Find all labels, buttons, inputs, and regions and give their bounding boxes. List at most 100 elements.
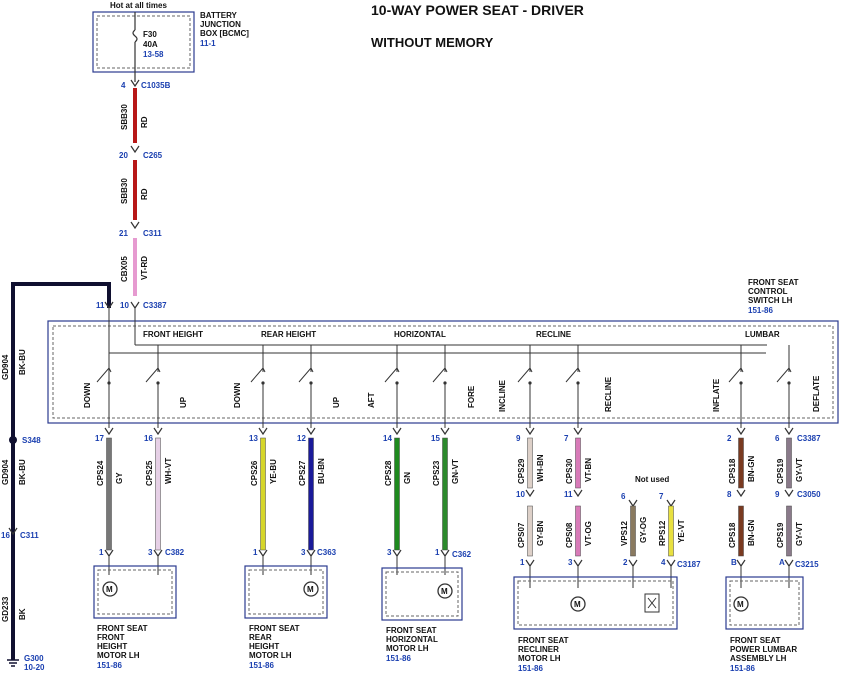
- svg-text:M: M: [441, 587, 448, 596]
- wire-pin-bottom: 1: [99, 548, 104, 557]
- wire-color: BU-BN: [317, 458, 326, 484]
- wire-color: YE-VT: [677, 519, 686, 543]
- wire-sbb30-rd-1: [133, 88, 137, 143]
- lumbar-assembly: [725, 576, 804, 630]
- front-height-motor: [93, 565, 177, 619]
- wire-circuit2: CPS18: [728, 522, 737, 548]
- wire-segment: [668, 505, 674, 557]
- wire-segment: [575, 437, 581, 489]
- connector-chevron: [628, 499, 638, 508]
- wire-circuit: CPS27: [298, 460, 307, 486]
- ground-circuit-c: GD233: [1, 596, 10, 622]
- wire-segment: [155, 437, 161, 551]
- connector-c382: C382: [165, 548, 185, 557]
- connector-chevron: [573, 427, 583, 436]
- motor1-name-3: HEIGHT: [97, 642, 127, 651]
- connector-chevron: [628, 559, 638, 568]
- connector-c363: C363: [317, 548, 337, 557]
- motor5-ref: 151-86: [730, 664, 755, 673]
- wire-pin-top: 16: [144, 434, 153, 443]
- connector-chevron: [784, 427, 794, 436]
- not-used-label: Not used: [635, 475, 669, 484]
- bjb-ref: 11-1: [200, 39, 216, 48]
- fuse-rating: 40A: [143, 40, 158, 49]
- connector-chevron: [258, 549, 268, 558]
- circuit-sbb30-1: SBB30: [120, 104, 129, 130]
- switch-connector-c3387: C3387: [143, 301, 167, 310]
- wire-pin-top: 13: [249, 434, 258, 443]
- wire-circuit: CPS19: [776, 458, 785, 484]
- switch-name-2: CONTROL: [748, 287, 788, 296]
- connector-chevron: [666, 559, 676, 568]
- wire-circuit2: CPS07: [517, 522, 526, 548]
- motor4-name-1: FRONT SEAT: [518, 636, 569, 645]
- hot-at-all-times-label: Hot at all times: [110, 1, 167, 10]
- motor-icon: M: [437, 583, 453, 599]
- wire-pin-bottom: 4: [661, 558, 666, 567]
- fuse-label: F30: [143, 30, 157, 39]
- svg-text:M: M: [106, 585, 113, 594]
- motor2-name-4: MOTOR LH: [249, 651, 292, 660]
- rear-height-motor: [244, 565, 328, 619]
- motor-icon: M: [733, 596, 749, 612]
- wire-pin-mid: 10: [516, 490, 525, 499]
- wire-pin-bottom: B: [731, 558, 737, 567]
- switch-contact-icon: [776, 367, 792, 383]
- ground-circuit-a: GD904: [1, 354, 10, 380]
- wire-pin-bottom: A: [779, 558, 785, 567]
- wire-segment: [308, 437, 314, 551]
- connector-chevron: [258, 427, 268, 436]
- wire-pin-bottom: 3: [387, 548, 392, 557]
- ground-pin-c311: 16: [1, 531, 10, 540]
- color-vt-rd: VT-RD: [140, 256, 149, 280]
- wire-segment: [260, 437, 266, 551]
- motor4-ref: 151-86: [518, 664, 543, 673]
- switch-contact-icon: [432, 367, 448, 383]
- connector-c1035b: C1035B: [141, 81, 171, 90]
- connector-chevron: [392, 549, 402, 558]
- connector-chevron: [736, 427, 746, 436]
- motor2-name-3: HEIGHT: [249, 642, 279, 651]
- wire-circuit: VPS12: [620, 521, 629, 546]
- wire-color2: BN-GN: [747, 520, 756, 546]
- wire-cbx05-vt-rd: [133, 238, 137, 296]
- connector-c3050: C3050: [797, 490, 821, 499]
- connector-c3215: C3215: [795, 560, 819, 569]
- switch-contact-icon: [384, 367, 400, 383]
- motor1-ref: 151-86: [97, 661, 122, 670]
- wire-pin-bottom: 1: [435, 548, 440, 557]
- switch-pin-10: 10: [120, 301, 129, 310]
- wire-pin-top: 7: [659, 492, 664, 501]
- wire-color: VT-BN: [584, 458, 593, 482]
- motor-icon: M: [102, 581, 118, 597]
- wire-pin-top: 12: [297, 434, 306, 443]
- connector-c265: C265: [143, 151, 163, 160]
- wire-pin-top: 6: [775, 434, 780, 443]
- motor4-name-3: MOTOR LH: [518, 654, 561, 663]
- ground-ref: 10-20: [24, 663, 45, 672]
- pos-deflate: DEFLATE: [812, 375, 821, 412]
- wire-circuit2: CPS19: [776, 522, 785, 548]
- fuse-icon: [132, 29, 138, 43]
- wire-color: GY-OG: [639, 517, 648, 543]
- motor1-name-1: FRONT SEAT: [97, 624, 148, 633]
- switch-contact-icon: [565, 367, 581, 383]
- circuit-sbb30-2: SBB30: [120, 178, 129, 204]
- wire-color: GN: [403, 472, 412, 484]
- ground-color-a: BK-BU: [18, 349, 27, 375]
- connector-chevron: [573, 489, 583, 498]
- wire-circuit: CPS29: [517, 458, 526, 484]
- wire-circuit: CPS28: [384, 460, 393, 486]
- connector-chevron: [525, 489, 535, 498]
- motor1-name-4: MOTOR LH: [97, 651, 140, 660]
- connector-chevron: [666, 499, 676, 508]
- motor-icon: M: [303, 581, 319, 597]
- diagram-title: 10-WAY POWER SEAT - DRIVER: [371, 2, 584, 18]
- wire-segment: [786, 437, 792, 489]
- switch-contact-icon: [96, 367, 112, 383]
- section-front-height: FRONT HEIGHT: [143, 330, 203, 339]
- switch-contact-icon: [145, 367, 161, 383]
- connector-c362: C362: [452, 550, 472, 559]
- diagram-subtitle: WITHOUT MEMORY: [371, 35, 494, 50]
